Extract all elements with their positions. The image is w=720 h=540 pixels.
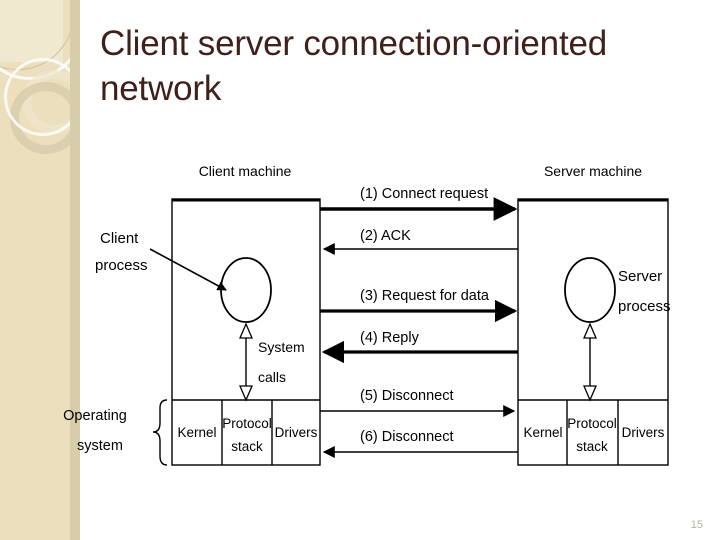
message-6-label: (6) Disconnect	[360, 429, 453, 445]
system-calls-arrow-up	[239, 322, 253, 339]
message-1-label: (1) Connect request	[360, 186, 488, 202]
server-os-box-protocol-label-line2: stack	[576, 439, 608, 454]
server-process-label-line1: Server	[618, 268, 662, 285]
system-calls-label-line1: System	[258, 339, 305, 355]
client-os-box-protocol-label-line2: stack	[231, 439, 263, 454]
client-os-box-drivers-label: Drivers	[275, 425, 318, 440]
client-machine-label: Client machine	[199, 163, 292, 179]
server-system-calls-arrow-down	[583, 385, 597, 402]
slide-title: Client server connection-oriented networ…	[100, 24, 608, 108]
client-os-box-protocol-label-line1: Protocol	[222, 416, 272, 431]
client-process-label-line2: process	[95, 257, 148, 274]
operating-system-label-line1: Operating	[63, 408, 127, 424]
message-2-label: (2) ACK	[360, 228, 411, 244]
server-os-box-protocol-label-line1: Protocol	[567, 416, 617, 431]
server-system-calls-arrow-up	[583, 322, 597, 339]
sidebar-edge-strip	[70, 0, 80, 540]
operating-system-label-line2: system	[77, 438, 123, 454]
client-process-ellipse	[220, 257, 272, 323]
decorative-sidebar	[0, 0, 80, 540]
server-process-ellipse	[564, 257, 616, 323]
message-5-label: (5) Disconnect	[360, 388, 453, 404]
server-os-box-kernel-label: Kernel	[523, 425, 562, 440]
server-process-label-line2: process	[618, 298, 671, 315]
message-3-label: (3) Request for data	[360, 288, 490, 304]
system-calls-arrow-down	[239, 385, 253, 402]
message-4-label: (4) Reply	[360, 330, 420, 346]
operating-system-brace	[152, 399, 168, 466]
server-machine-label: Server machine	[544, 163, 642, 179]
page-number: 15	[690, 519, 703, 531]
server-os-box-drivers-label: Drivers	[622, 425, 665, 440]
client-process-pointer-arrow	[149, 248, 227, 291]
system-calls-label-line2: calls	[258, 369, 286, 385]
client-process-label-line1: Client	[100, 230, 139, 247]
client-os-box-kernel-label: Kernel	[177, 425, 216, 440]
